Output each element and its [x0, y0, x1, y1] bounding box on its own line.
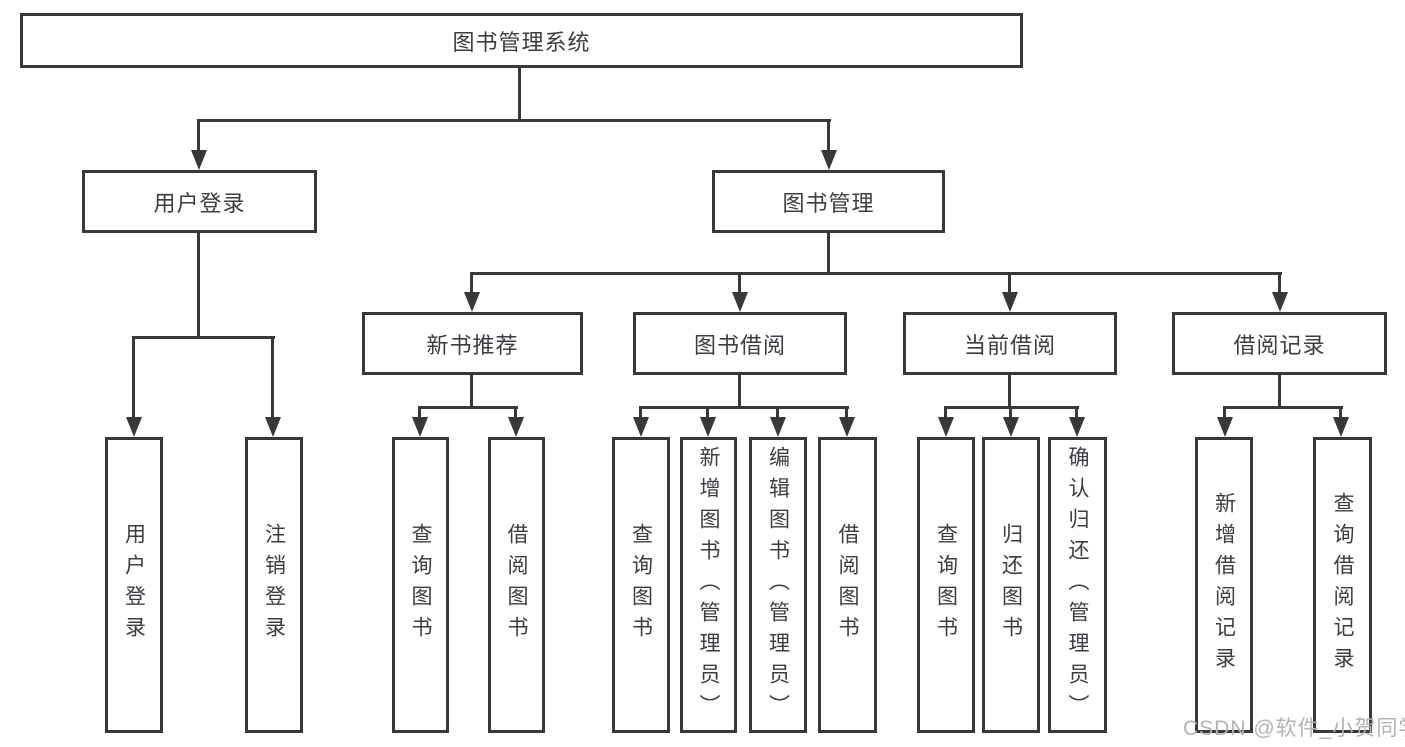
arrow-down-icon [1002, 292, 1018, 312]
node-current-borrowing: 当前借阅 [903, 312, 1117, 375]
edge-arrow-stem [470, 272, 473, 294]
edge-userlogin-drop [197, 233, 200, 336]
node-book-management: 图书管理 [712, 170, 945, 233]
leaf-query-books-recommend: 查询图书 [392, 437, 449, 733]
leaf-label: 借阅图书 [836, 523, 859, 647]
leaf-borrow-books-borrowing: 借阅图书 [818, 437, 877, 733]
arrow-down-icon [633, 417, 649, 437]
node-label: 用户登录 [153, 190, 246, 216]
leaf-label: 查询图书 [934, 523, 958, 647]
leaf-label: 查询借阅记录 [1331, 492, 1354, 678]
node-label: 图书管理系统 [452, 29, 591, 55]
edge-arrow-stem [1008, 272, 1011, 294]
arrow-down-icon [700, 417, 716, 437]
edge-current-drop [1008, 375, 1011, 407]
leaf-label: 借阅图书 [505, 523, 528, 647]
arrow-down-icon [1003, 417, 1019, 437]
leaf-user-login: 用户登录 [105, 437, 163, 733]
leaf-query-books-borrowing: 查询图书 [612, 437, 670, 733]
edge-arrow-stem [639, 406, 642, 419]
edge-arrow-stem [845, 406, 848, 419]
leaf-confirm-return-admin: 确认归还（管理员） [1048, 437, 1107, 733]
edge-bookmgmt-drop [827, 233, 830, 272]
edge-arrow-stem [418, 406, 421, 419]
arrow-down-icon [732, 292, 748, 312]
leaf-label: 新增借阅记录 [1212, 492, 1236, 678]
arrow-down-icon [464, 292, 480, 312]
edge-arrow-stem [271, 336, 274, 419]
edge-arrow-stem [514, 406, 517, 419]
leaf-label: 查询图书 [629, 523, 653, 647]
edge-arrow-stem [1075, 406, 1078, 419]
leaf-borrow-books-recommend: 借阅图书 [488, 437, 545, 733]
arrow-down-icon [191, 150, 207, 170]
edge-userlogin-branch [132, 336, 275, 339]
node-borrowing-records: 借阅记录 [1172, 312, 1387, 375]
edge-borrowing-drop [738, 375, 741, 407]
arrow-down-icon [265, 417, 281, 437]
arrow-down-icon [1069, 417, 1085, 437]
leaf-label: 新增图书（管理员） [697, 445, 720, 725]
arrow-down-icon [508, 417, 524, 437]
edge-arrow-stem [132, 336, 135, 419]
node-label: 图书管理 [782, 190, 875, 216]
edge-arrow-stem [1223, 406, 1226, 419]
node-label: 图书借阅 [693, 332, 786, 358]
edge-root-branch [198, 119, 831, 122]
leaf-query-books-current: 查询图书 [917, 437, 975, 733]
edge-root-drop [518, 68, 521, 119]
leaf-label: 查询图书 [409, 523, 432, 647]
leaf-label: 确认归还（管理员） [1066, 445, 1089, 725]
leaf-logout: 注销登录 [245, 437, 303, 733]
edge-arrow-stem [1009, 406, 1012, 419]
arrow-down-icon [839, 417, 855, 437]
arrow-down-icon [1333, 417, 1349, 437]
arrow-down-icon [126, 417, 142, 437]
csdn-watermark: CSDN @软件_小贺同学 [1183, 717, 1405, 740]
arrow-down-icon [770, 417, 786, 437]
edge-borrowing-branch [639, 406, 849, 409]
leaf-add-books-admin: 新增图书（管理员） [680, 437, 737, 733]
node-book-borrowing: 图书借阅 [633, 312, 847, 375]
leaf-label: 用户登录 [122, 523, 146, 647]
node-user-login: 用户登录 [82, 170, 317, 233]
leaf-label: 注销登录 [262, 523, 286, 647]
leaf-label: 编辑图书（管理员） [766, 445, 790, 725]
arrow-down-icon [1217, 417, 1233, 437]
node-label: 借阅记录 [1233, 332, 1326, 358]
node-library-management-system: 图书管理系统 [20, 13, 1023, 68]
edge-arrow-stem [1278, 272, 1281, 294]
edge-arrow-stem [197, 119, 200, 152]
arrow-down-icon [938, 417, 954, 437]
leaf-edit-books-admin: 编辑图书（管理员） [749, 437, 807, 733]
leaf-return-books: 归还图书 [982, 437, 1040, 733]
arrow-down-icon [412, 417, 428, 437]
edge-arrow-stem [944, 406, 947, 419]
leaf-label: 归还图书 [999, 523, 1023, 647]
arrow-down-icon [1272, 292, 1288, 312]
edge-arrow-stem [738, 272, 741, 294]
node-label: 新书推荐 [426, 332, 519, 358]
edge-newbook-branch [418, 406, 518, 409]
edge-bookmgmt-branch [470, 272, 1282, 275]
edge-arrow-stem [827, 119, 830, 152]
edge-arrow-stem [1339, 406, 1342, 419]
node-new-book-recommendation: 新书推荐 [362, 312, 583, 375]
edge-arrow-stem [706, 406, 709, 419]
edge-newbook-drop [470, 375, 473, 407]
edge-records-branch [1223, 406, 1343, 409]
node-label: 当前借阅 [963, 332, 1056, 358]
leaf-query-borrow-record: 查询借阅记录 [1313, 437, 1372, 733]
leaf-add-borrow-record: 新增借阅记录 [1195, 437, 1253, 733]
edge-arrow-stem [776, 406, 779, 419]
edge-records-drop [1278, 375, 1281, 407]
arrow-down-icon [821, 150, 837, 170]
